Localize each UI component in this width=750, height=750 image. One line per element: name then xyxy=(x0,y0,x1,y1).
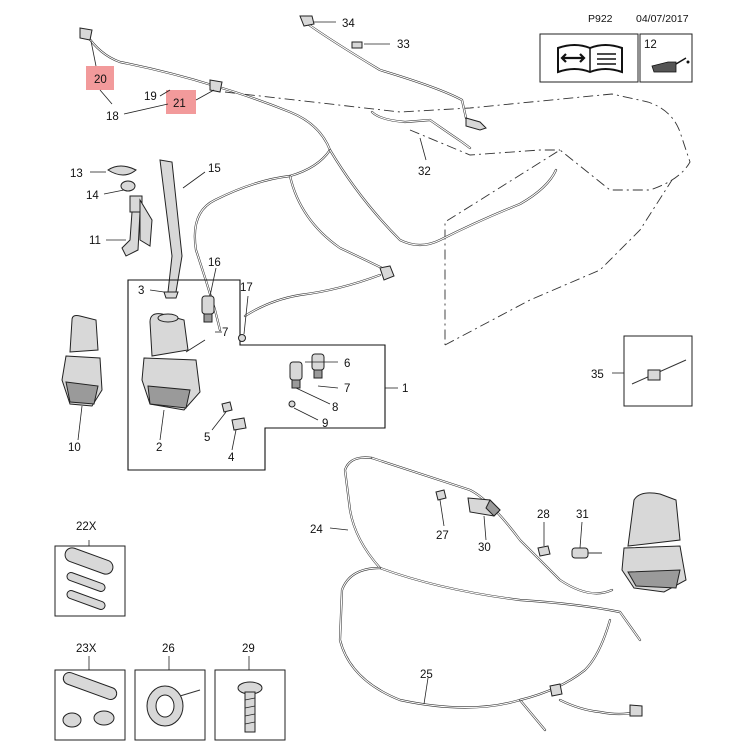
detail-box-29 xyxy=(214,669,286,741)
detail-label-22x: 22X xyxy=(76,521,97,533)
oil-can-icon xyxy=(651,57,690,73)
callout-21: 21 xyxy=(173,98,186,110)
callout-32: 32 xyxy=(418,166,431,178)
detail-box-22x xyxy=(54,545,126,617)
hose-24-25 xyxy=(338,456,643,732)
callout-2: 2 xyxy=(156,442,162,454)
callout-33: 33 xyxy=(397,39,410,51)
detail-box-26 xyxy=(134,669,206,741)
callout-16: 16 xyxy=(208,257,221,269)
vehicle-body-outline xyxy=(224,91,691,346)
page-date: 04/07/2017 xyxy=(636,13,689,25)
callout-35: 35 xyxy=(591,369,604,381)
callout-34: 34 xyxy=(342,18,355,30)
highlight-20 xyxy=(86,66,114,90)
part-15-tube xyxy=(159,159,206,293)
callout-13: 13 xyxy=(70,168,83,180)
fluid-icon-box: 12 xyxy=(639,33,693,83)
detail-box-35 xyxy=(612,335,693,407)
callout-19: 19 xyxy=(144,91,157,103)
detail-box-23x xyxy=(54,669,126,741)
washer-reservoir xyxy=(141,313,206,411)
filler-neck-parts xyxy=(107,165,153,257)
detail-label-26: 26 xyxy=(162,643,175,655)
pump-31 xyxy=(571,547,602,559)
callout-8: 8 xyxy=(332,402,338,414)
callout-24: 24 xyxy=(310,524,323,536)
manual-icon-box xyxy=(539,33,639,83)
detail-label-29: 29 xyxy=(242,643,255,655)
clip-27 xyxy=(435,489,447,501)
callout-18: 18 xyxy=(106,111,119,123)
callout-1: 1 xyxy=(402,383,408,395)
main-washer-hose xyxy=(79,27,558,332)
clip-28 xyxy=(537,545,551,557)
book-wrench-icon xyxy=(557,44,623,74)
callout-14: 14 xyxy=(86,190,99,202)
assembly-box-1 xyxy=(127,279,398,471)
callout-31: 31 xyxy=(576,509,589,521)
leader-lines xyxy=(77,40,583,705)
callout-7a: 7 xyxy=(222,327,228,339)
callout-28: 28 xyxy=(537,509,550,521)
callout-5: 5 xyxy=(204,432,210,444)
nozzle-30 xyxy=(467,497,501,517)
rear-hose-assembly xyxy=(299,15,487,161)
callout-labels: 34 33 32 20 21 19 18 13 14 11 15 16 17 3… xyxy=(68,18,604,681)
callout-11: 11 xyxy=(89,235,101,247)
pump-16 xyxy=(201,295,215,323)
highlight-21 xyxy=(166,90,196,114)
callout-15: 15 xyxy=(208,163,221,175)
page-code: P922 xyxy=(588,13,613,25)
callout-7b: 7 xyxy=(344,383,350,395)
callout-6: 6 xyxy=(344,358,350,370)
callout-9: 9 xyxy=(322,418,328,430)
callout-4: 4 xyxy=(228,452,235,464)
small-fittings xyxy=(163,291,296,431)
callout-25: 25 xyxy=(420,669,433,681)
callout-20: 20 xyxy=(94,74,107,86)
fluid-box-number: 12 xyxy=(644,39,657,51)
reservoir-rear xyxy=(621,492,687,593)
callout-10: 10 xyxy=(68,442,81,454)
reservoir-10 xyxy=(61,315,103,407)
callout-30: 30 xyxy=(478,542,491,554)
callout-17: 17 xyxy=(240,282,253,294)
detail-label-23x: 23X xyxy=(76,643,97,655)
callout-3: 3 xyxy=(138,285,144,297)
callout-27: 27 xyxy=(436,530,449,542)
pump-6 xyxy=(289,353,325,389)
